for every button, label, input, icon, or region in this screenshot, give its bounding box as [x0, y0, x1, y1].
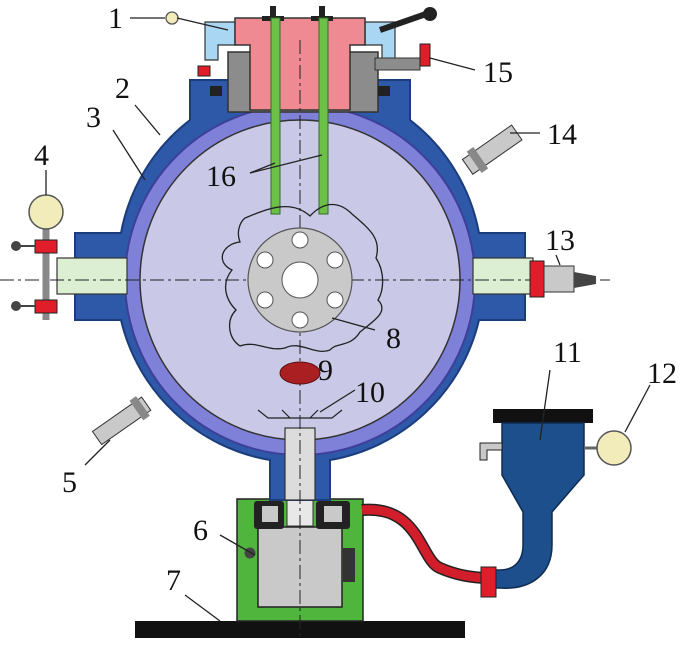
- label-3: 3: [86, 101, 101, 134]
- lid-handle-right: [319, 6, 325, 20]
- hopper: [479, 409, 632, 598]
- label-13: 13: [545, 224, 575, 257]
- label-10: 10: [355, 376, 385, 409]
- left-port: [56, 257, 128, 295]
- rod-left: [270, 17, 281, 215]
- fitting-13-tip: [574, 272, 596, 288]
- motor-side-block: [343, 548, 355, 582]
- label-11: 11: [553, 336, 582, 369]
- label-14: 14: [547, 118, 577, 151]
- nozzle-10: [257, 409, 343, 419]
- latch-15-red: [419, 43, 431, 67]
- fitting-13: [529, 260, 596, 298]
- bolt-right: [378, 86, 390, 96]
- hopper-side-tap: [479, 442, 503, 461]
- port-14: [461, 124, 523, 175]
- coupling-left-inner: [262, 506, 278, 522]
- seal-left-red: [197, 65, 211, 77]
- fitting-13-red: [529, 260, 545, 298]
- hole-1: [291, 231, 309, 249]
- valve-top: [34, 239, 58, 254]
- gas-hose-fill: [361, 505, 491, 583]
- label-15: 15: [483, 56, 513, 89]
- label-12: 12: [647, 357, 677, 390]
- hole-4: [291, 311, 309, 329]
- lid-assembly: [197, 6, 437, 113]
- lever-arm: [379, 11, 427, 33]
- rod-right: [318, 17, 329, 215]
- nozzle-10-left: [281, 409, 291, 419]
- label-8: 8: [386, 322, 401, 355]
- bottom-pipe: [284, 427, 316, 501]
- leader-lines: [45, 11, 651, 622]
- lid-handle-left: [270, 6, 276, 20]
- nozzle-10-right: [309, 409, 319, 419]
- hole-6: [256, 251, 274, 269]
- hole-5: [256, 291, 274, 309]
- gauge-12: [596, 430, 632, 466]
- gauge-4-assembly: [11, 194, 64, 320]
- label-9: 9: [318, 354, 333, 387]
- valve-bottom: [34, 299, 58, 314]
- lid-top: [234, 17, 366, 111]
- label-6: 6: [193, 514, 208, 547]
- port-5: [91, 396, 152, 446]
- hole-2: [326, 251, 344, 269]
- hole-3: [326, 291, 344, 309]
- fitting-13-body: [543, 265, 575, 293]
- right-port: [472, 257, 534, 295]
- base-plate: [135, 621, 465, 638]
- label-5: 5: [62, 466, 77, 499]
- label-2: 2: [115, 72, 130, 105]
- gauge-4: [28, 194, 64, 230]
- label-1: 1: [108, 2, 123, 35]
- flame-outline: [221, 203, 384, 352]
- coupling-right-inner: [324, 506, 342, 522]
- latch-15: [374, 57, 421, 71]
- sample-9: [279, 361, 321, 385]
- label-4: 4: [34, 139, 49, 172]
- center-hole: [281, 261, 319, 299]
- lever-knob: [423, 7, 437, 21]
- valve-top-knob: [11, 241, 21, 251]
- motor-knob: [244, 547, 256, 559]
- bolt-left: [210, 86, 222, 96]
- label-7: 7: [166, 564, 181, 597]
- hopper-outlet-fitting: [480, 566, 497, 598]
- hopper-body: [487, 422, 585, 589]
- valve-bottom-knob: [11, 301, 21, 311]
- label-16: 16: [206, 160, 236, 193]
